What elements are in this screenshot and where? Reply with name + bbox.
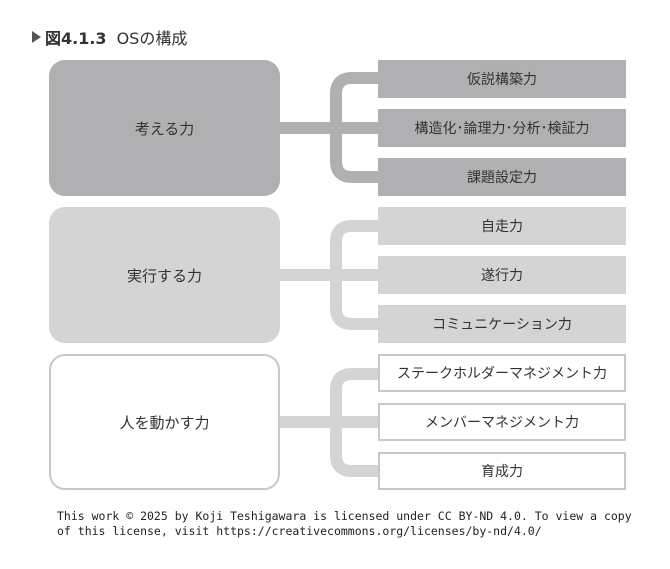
child-box-2-2: 遂行力 — [378, 256, 626, 294]
figure-number: 図4.1.3 — [45, 29, 107, 48]
connector-group-2 — [279, 220, 378, 330]
child-box-1-3: 課題設定力 — [378, 158, 626, 196]
parent-box-2: 実行する力 — [49, 207, 280, 343]
child-box-3-1: ステークホルダーマネジメント力 — [378, 354, 626, 392]
child-box-3-2: メンバーマネジメント力 — [378, 403, 626, 441]
figure-caption: OSの構成 — [116, 29, 188, 48]
connector-group-3 — [279, 368, 378, 477]
connector-group-1 — [279, 72, 378, 183]
child-box-1-1: 仮説構築力 — [378, 60, 626, 98]
child-box-3-3: 育成力 — [378, 452, 626, 490]
child-box-1-2: 構造化･論理力･分析･検証力 — [378, 109, 626, 147]
figure-title: 図4.1.3 OSの構成 — [32, 26, 187, 48]
child-box-2-1: 自走力 — [378, 207, 626, 245]
parent-box-1: 考える力 — [49, 60, 280, 196]
parent-box-3: 人を動かす力 — [49, 354, 280, 490]
triangle-marker-icon — [32, 31, 41, 43]
child-box-2-3: コミュニケーション力 — [378, 305, 626, 343]
license-text: This work © 2025 by Koji Teshigawara is … — [57, 509, 632, 538]
